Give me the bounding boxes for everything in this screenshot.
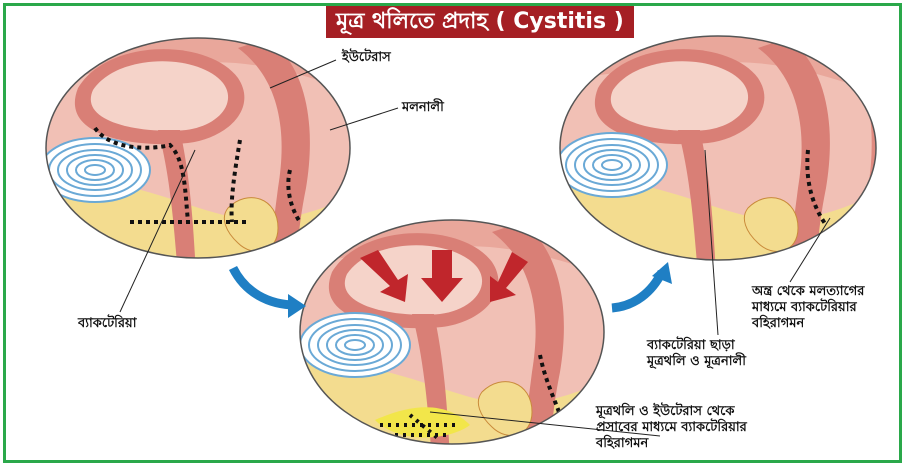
label-exit-bowel-line1: অন্ত্র থেকে মলত্যাগের bbox=[752, 284, 864, 300]
label-bacteria-free: ব্যাকটেরিয়া ছাড়া মূত্রথলি ও মূত্রনালী bbox=[647, 338, 746, 370]
label-bacteria: ব্যাকটেরিয়া bbox=[78, 316, 136, 332]
flow-arrow-1 bbox=[233, 268, 296, 305]
flow-arrow-2 bbox=[612, 272, 662, 308]
panel-treatment bbox=[252, 202, 652, 462]
label-exit-urine: মূত্রথলি ও ইউটেরাস থেকে প্রসাবের মাধ্যমে… bbox=[596, 404, 747, 452]
label-bacteria-free-line2: মূত্রথলি ও মূত্রনালী bbox=[647, 354, 746, 370]
panel-infected bbox=[0, 18, 398, 278]
label-rectum: মলনালী bbox=[402, 100, 444, 116]
label-exit-urine-line1: মূত্রথলি ও ইউটেরাস থেকে bbox=[596, 404, 747, 420]
panel-cleared bbox=[518, 18, 909, 278]
label-exit-urine-line3: বহিরাগমন bbox=[596, 436, 747, 452]
label-exit-bowel: অন্ত্র থেকে মলত্যাগের মাধ্যমে ব্যাকটেরিয… bbox=[752, 284, 864, 332]
label-uterus: ইউটেরাস bbox=[342, 50, 391, 66]
label-exit-bowel-line3: বহিরাগমন bbox=[752, 316, 864, 332]
label-exit-urine-line2: প্রসাবের মাধ্যমে ব্যাকটেরিয়ার bbox=[596, 420, 747, 436]
label-exit-bowel-line2: মাধ্যমে ব্যাকটেরিয়ার bbox=[752, 300, 864, 316]
label-bacteria-free-line1: ব্যাকটেরিয়া ছাড়া bbox=[647, 338, 746, 354]
